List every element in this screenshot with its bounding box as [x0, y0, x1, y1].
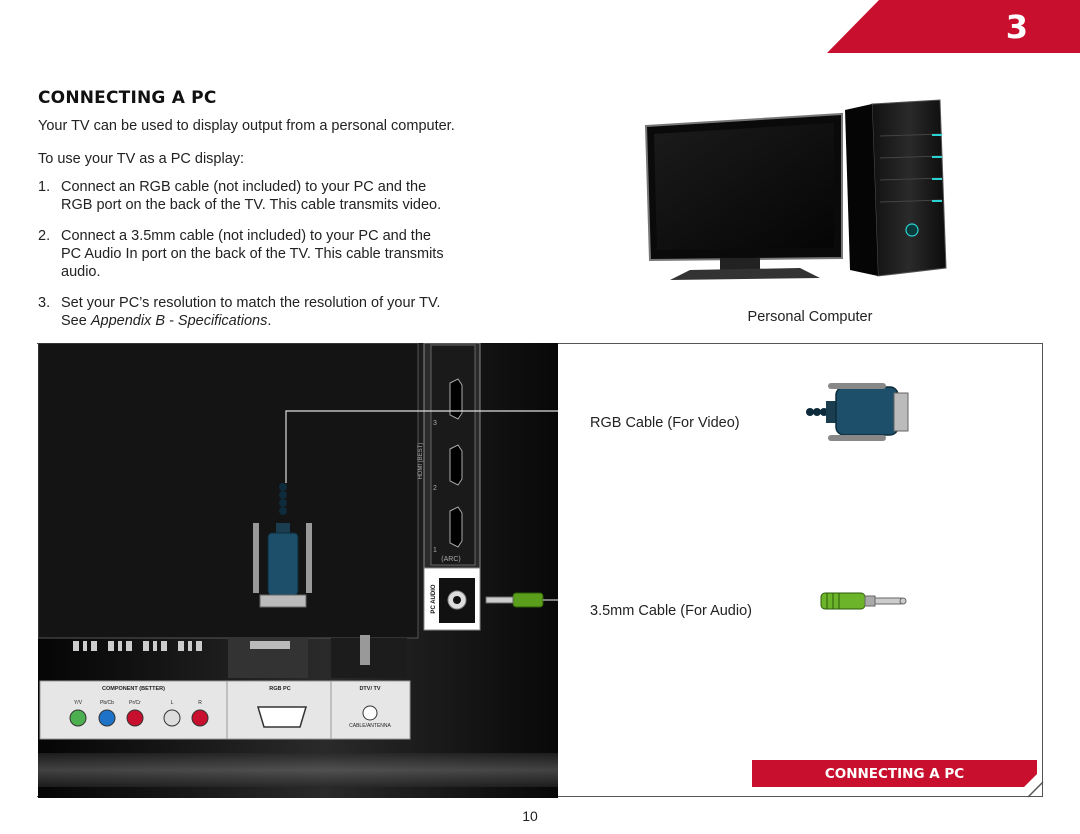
hdmi-3-label: 3: [433, 420, 437, 427]
page-number: 10: [522, 808, 538, 824]
hdmi-1-port: [449, 506, 463, 548]
hdmi-2-port: [449, 444, 463, 486]
footer-badge-text: CONNECTING A PC: [824, 766, 965, 782]
cable-antenna-label: CABLE/ANTENNA: [349, 723, 391, 729]
audio-plug-tv: [485, 592, 544, 608]
frame-corner: [1028, 781, 1044, 798]
hdmi-group-label: HDMI (BEST): [418, 442, 424, 480]
audio-r-port: [191, 709, 209, 727]
y-v-port: [69, 709, 87, 727]
dtv-tv-label: DTV/ TV: [359, 686, 381, 692]
pc-audio-label: PC AUDIO: [431, 584, 437, 614]
step-2: 2. Connect a 3.5mm cable (not included) …: [38, 227, 508, 281]
rgb-cable-label: RGB Cable (For Video): [590, 415, 740, 431]
power-icon: [905, 223, 919, 237]
section-heading: CONNECTING A PC: [38, 88, 217, 108]
cable-antenna-port: [362, 705, 378, 721]
step-line: Connect a 3.5mm cable (not included) to …: [61, 228, 431, 244]
arc-label: (ARC): [441, 556, 461, 563]
tv-back-panel: [38, 343, 558, 798]
pc-caption: Personal Computer: [747, 309, 873, 325]
hdmi-1-label: 1: [433, 547, 437, 554]
personal-computer-illustration: [644, 99, 947, 280]
step-line: audio.: [61, 264, 101, 280]
pr-cr-label: Pr/Cr: [129, 700, 141, 706]
step-line: Set your PC’s resolution to match the re…: [61, 295, 441, 311]
audio-plug-pc: [820, 592, 907, 610]
pb-cb-label: Pb/Cb: [100, 700, 114, 706]
footer-badge: [752, 760, 1037, 787]
step-number: 2.: [38, 228, 51, 244]
chapter-number: 3: [1005, 8, 1028, 46]
vga-connector-pc: [806, 383, 909, 441]
component-label: COMPONENT (BETTER): [102, 686, 165, 692]
intro-text: Your TV can be used to display output fr…: [38, 118, 455, 134]
step-number: 1.: [38, 179, 51, 195]
pb-cb-port: [98, 709, 116, 727]
step-line: Connect an RGB cable (not included) to y…: [61, 179, 427, 195]
vga-connector-tv: [253, 483, 312, 608]
pr-cr-port: [126, 709, 144, 727]
step-1: 1. Connect an RGB cable (not included) t…: [38, 178, 508, 214]
hdmi-2-label: 2: [433, 485, 437, 492]
step-line: See Appendix B - Specifications.: [61, 313, 272, 329]
rgb-pc-label: RGB PC: [269, 686, 291, 692]
audio-cable-label: 3.5mm Cable (For Audio): [590, 603, 752, 619]
step-line: PC Audio In port on the back of the TV. …: [61, 246, 444, 262]
step-3: 3. Set your PC’s resolution to match the…: [38, 294, 508, 330]
l-label: L: [170, 700, 174, 706]
hdmi-3-port: [449, 378, 463, 420]
step-line: RGB port on the back of the TV. This cab…: [61, 197, 442, 213]
audio-l-port: [163, 709, 181, 727]
lead-text: To use your TV as a PC display:: [38, 151, 245, 167]
rgb-pc-port: [256, 706, 308, 728]
step-number: 3.: [38, 295, 51, 311]
r-label: R: [198, 700, 202, 706]
appendix-link[interactable]: Appendix B - Specifications: [90, 313, 268, 329]
y-v-label: Y/V: [73, 700, 83, 706]
chapter-tab: [827, 0, 1080, 53]
